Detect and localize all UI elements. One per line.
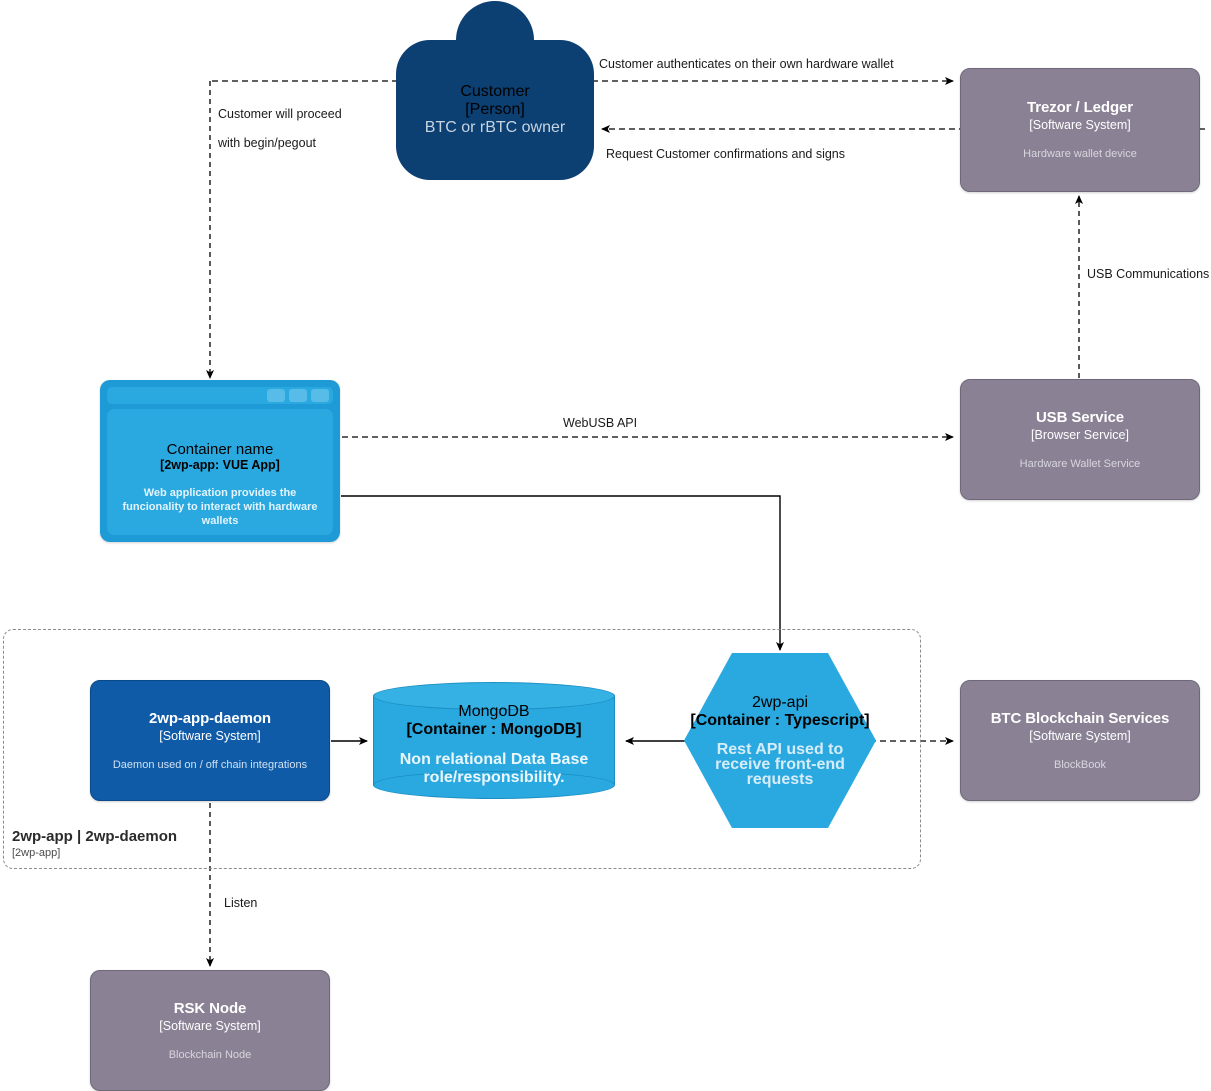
node-daemon-description: Daemon used on / off chain integrations [112, 758, 308, 771]
node-mongodb-description: Non relational Data Base role/responsibi… [399, 750, 589, 786]
node-container-name[interactable]: Container name [2wp-app: VUE App] Web ap… [100, 380, 340, 542]
node-api-description: Rest API used to receive front-end reque… [715, 741, 845, 788]
edge-label-container-to-usb: WebUSB API [563, 416, 638, 430]
boundary-2wp-app [3, 629, 921, 869]
boundary-name: 2wp-app | 2wp-daemon [12, 828, 178, 845]
node-rsk-node-description: Blockchain Node [168, 1048, 252, 1061]
node-customer-description: BTC or rBTC owner [424, 119, 566, 136]
node-mongodb-text: MongoDB [Container : MongoDB] Non relati… [373, 682, 615, 799]
edge-label-customer-to-container-line1: Customer will proceed [218, 107, 342, 121]
edge-label-trezor-to-customer: Request Customer confirmations and signs [606, 147, 846, 161]
node-rsk-node-name: RSK Node [173, 999, 247, 1017]
node-customer-type: [Person] [465, 101, 525, 118]
node-customer[interactable]: Customer [Person] BTC or rBTC owner [396, 1, 594, 180]
edge-container-to-api [341, 495, 784, 651]
node-mongodb-type: [Container : MongoDB] [406, 720, 582, 738]
node-btc-services-name: BTC Blockchain Services [990, 709, 1170, 727]
node-trezor-ledger-name: Trezor / Ledger [1026, 99, 1134, 116]
edge-label-customer-to-container-line2: with begin/pegout [218, 136, 316, 150]
window-maximize-icon[interactable] [289, 389, 307, 402]
node-trezor-ledger[interactable]: Trezor / Ledger [Software System] Hardwa… [960, 68, 1200, 192]
node-trezor-ledger-type: [Software System] [1029, 118, 1131, 132]
node-usb-service-type: [Browser Service] [1031, 427, 1129, 442]
hexagon-shape [684, 653, 876, 828]
node-daemon-type: [Software System] [159, 728, 261, 743]
cylinder-top-ellipse [373, 682, 615, 710]
node-trezor-ledger-description: Hardware wallet device [1023, 148, 1137, 160]
node-btc-services-description: BlockBook [1054, 758, 1106, 771]
node-usb-service-description: Hardware Wallet Service [1019, 457, 1141, 470]
edge-label-daemon-to-rsk: Listen [224, 896, 258, 910]
node-daemon[interactable]: 2wp-app-daemon [Software System] Daemon … [90, 680, 330, 801]
node-usb-service[interactable]: USB Service [Browser Service] Hardware W… [960, 379, 1200, 500]
node-rsk-node[interactable]: RSK Node [Software System] Blockchain No… [90, 970, 330, 1091]
edge-label-customer-to-trezor: Customer authenticates on their own hard… [599, 57, 894, 71]
node-api-text: 2wp-api [Container : Typescript] Rest AP… [684, 653, 876, 828]
node-daemon-name: 2wp-app-daemon [149, 709, 271, 727]
edge-label-usb-to-trezor: USB Communications [1087, 267, 1210, 281]
node-container-name-name: Container name [166, 441, 274, 458]
node-container-name-type: [2wp-app: VUE App] [160, 458, 280, 472]
boundary-label: 2wp-app | 2wp-daemon [2wp-app] [12, 827, 272, 861]
cylinder-bottom-ellipse [373, 771, 615, 799]
browser-content: Container name [2wp-app: VUE App] Web ap… [107, 409, 333, 535]
node-mongodb[interactable]: MongoDB [Container : MongoDB] Non relati… [373, 682, 615, 799]
window-close-icon[interactable] [311, 389, 329, 402]
node-btc-services-type: [Software System] [1029, 728, 1131, 743]
browser-title-bar [107, 387, 333, 404]
node-customer-name: Customer [460, 83, 530, 100]
node-btc-services[interactable]: BTC Blockchain Services [Software System… [960, 680, 1200, 801]
window-minimize-icon[interactable] [267, 389, 285, 402]
node-api-type: [Container : Typescript] [690, 712, 870, 729]
node-container-name-description: Web application provides the funcionalit… [122, 487, 318, 527]
boundary-type: [2wp-app] [12, 847, 61, 859]
node-mongodb-name: MongoDB [458, 702, 530, 720]
node-api[interactable]: 2wp-api [Container : Typescript] Rest AP… [684, 653, 876, 828]
person-body: Customer [Person] BTC or rBTC owner [396, 40, 594, 180]
node-api-name: 2wp-api [751, 694, 809, 711]
node-usb-service-name: USB Service [1035, 408, 1125, 426]
node-rsk-node-type: [Software System] [159, 1018, 261, 1033]
